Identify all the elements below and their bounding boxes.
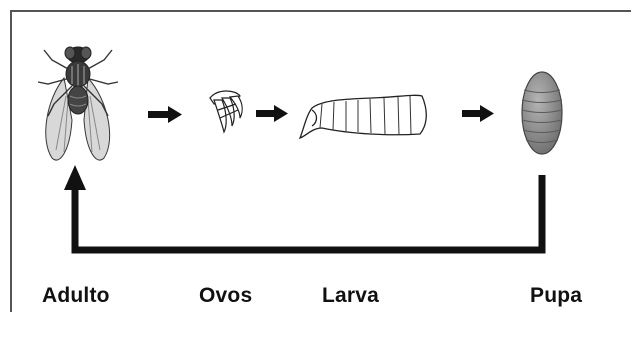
label-adulto: Adulto	[42, 284, 110, 308]
arrow-adulto-ovos	[148, 106, 182, 123]
label-pupa: Pupa	[530, 284, 582, 308]
label-ovos: Ovos	[199, 284, 252, 308]
arrow-ovos-larva	[256, 105, 288, 122]
pupa-icon	[522, 72, 562, 154]
return-arrow	[64, 165, 542, 250]
egg-cluster-icon	[210, 91, 242, 132]
housefly-icon	[38, 47, 118, 160]
label-larva: Larva	[322, 284, 379, 308]
arrow-larva-pupa	[462, 105, 494, 122]
larva-icon	[300, 95, 426, 138]
